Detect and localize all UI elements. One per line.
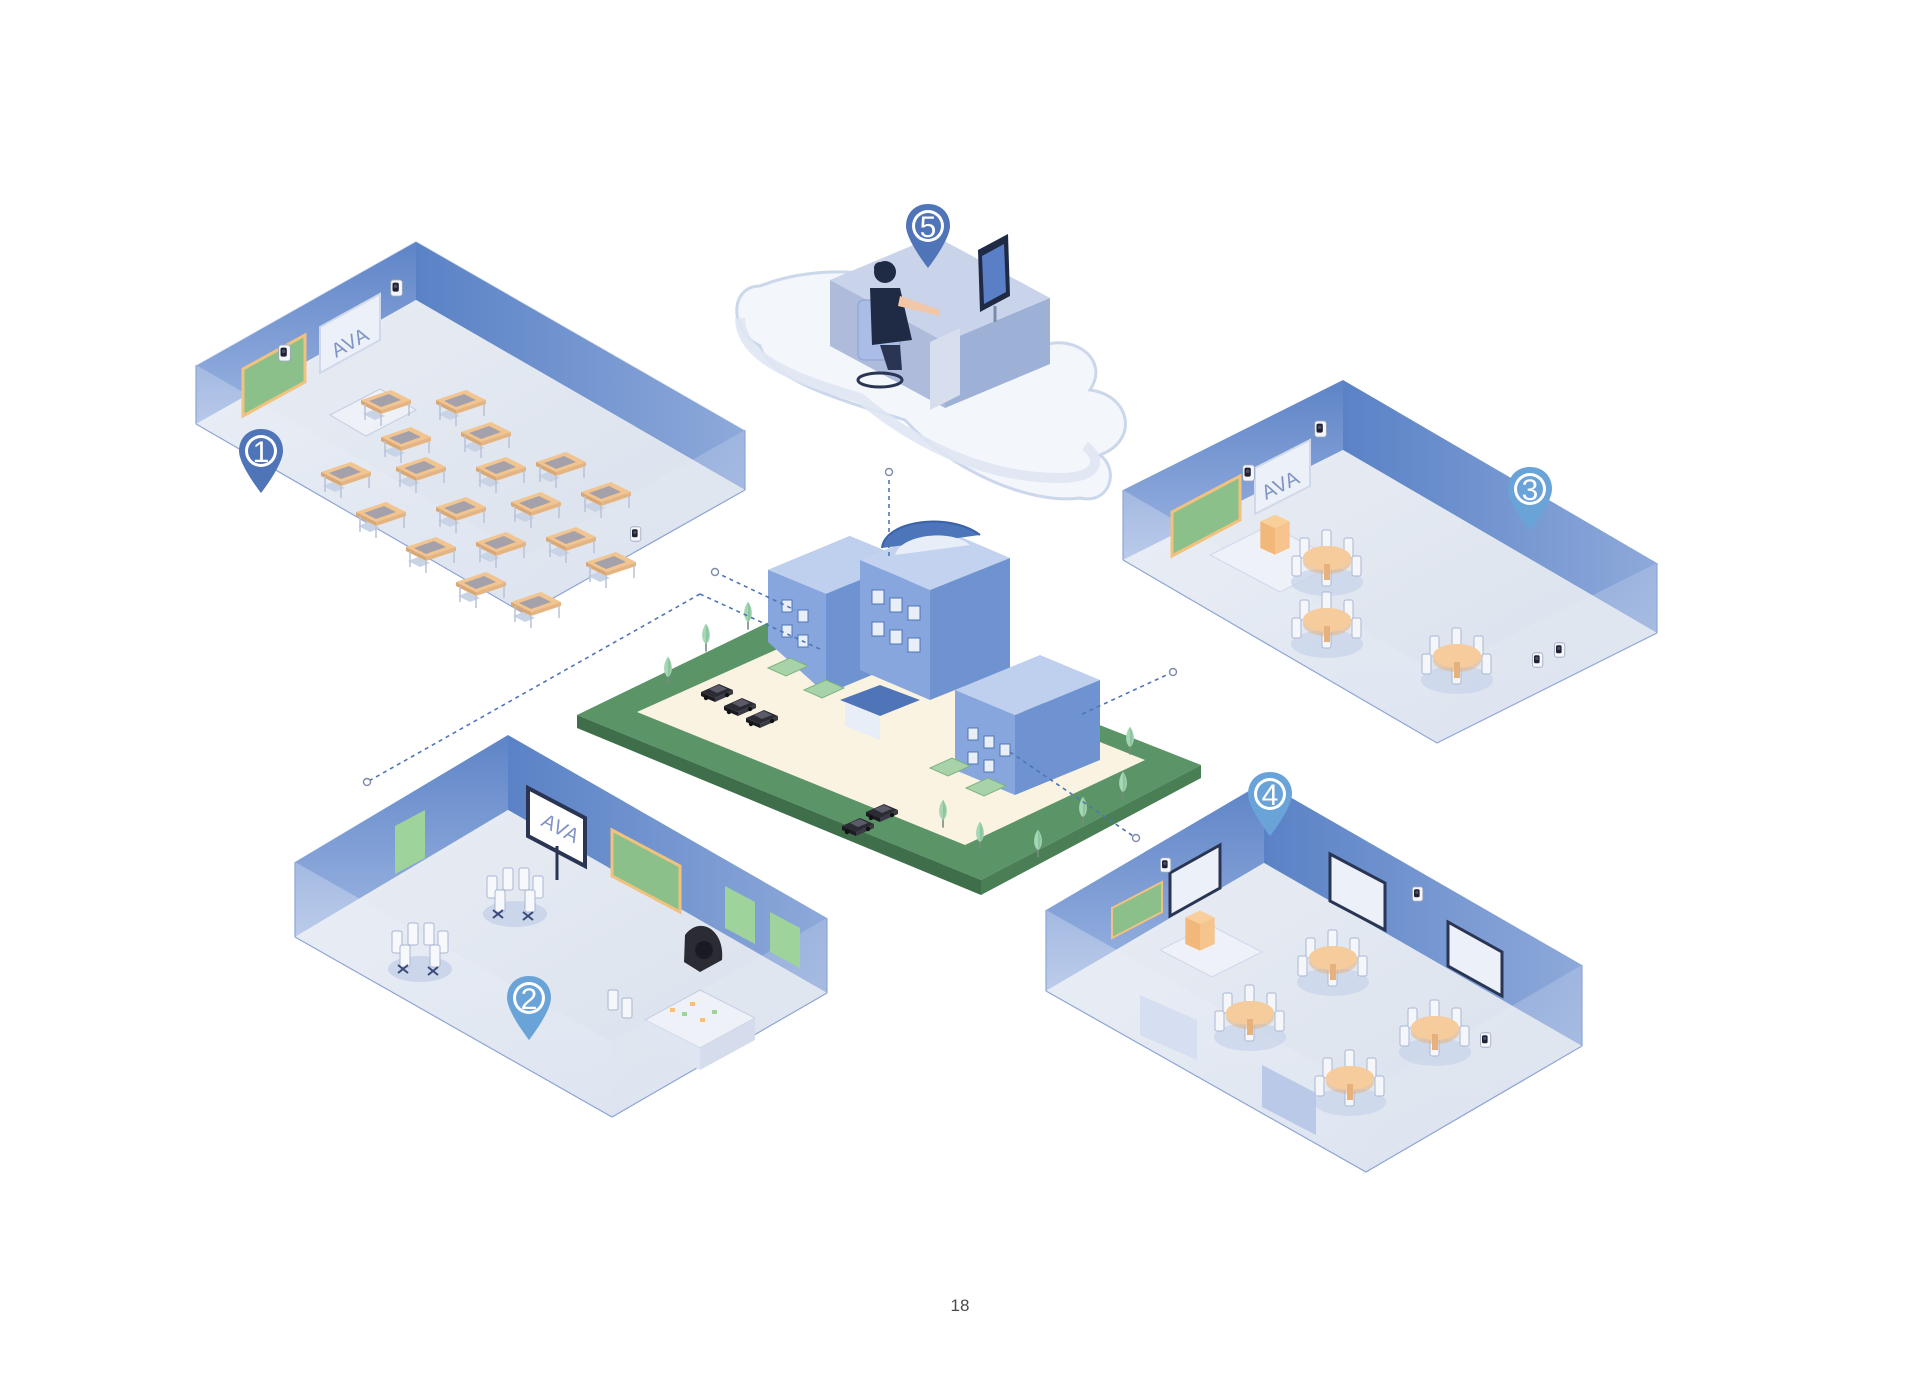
pin-5-label: 5 bbox=[920, 211, 937, 244]
camera-icon bbox=[390, 279, 403, 297]
camera-icon bbox=[1159, 857, 1172, 873]
monitor-icon bbox=[978, 234, 1010, 322]
room-1-classroom: AVA 1 bbox=[195, 240, 746, 629]
pin-3-label: 3 bbox=[1522, 474, 1539, 507]
pin-4[interactable]: 4 bbox=[1248, 772, 1292, 836]
room-2-classroom: AVA 2 bbox=[294, 735, 828, 1118]
camera-icon bbox=[1242, 464, 1255, 482]
room-4-classroom: 4 bbox=[1045, 772, 1583, 1173]
camera-icon bbox=[1411, 886, 1424, 902]
storage-cabinet bbox=[1185, 910, 1215, 951]
campus-building bbox=[577, 520, 1201, 895]
camera-icon bbox=[1553, 642, 1566, 658]
pin-4-label: 4 bbox=[1262, 779, 1279, 812]
pin-3[interactable]: 3 bbox=[1508, 467, 1552, 531]
robot-device bbox=[684, 925, 723, 972]
room-5-cloud-office: 5 bbox=[735, 204, 1127, 501]
pin-1[interactable]: 1 bbox=[239, 429, 283, 493]
connector-nodes bbox=[362, 467, 1178, 843]
pin-2[interactable]: 2 bbox=[507, 976, 551, 1040]
camera-icon bbox=[278, 344, 291, 362]
pin-1-label: 1 bbox=[253, 436, 270, 469]
ava-screen: AVA bbox=[526, 784, 587, 880]
person-icon bbox=[856, 261, 940, 389]
pin-2-label: 2 bbox=[521, 983, 538, 1016]
camera-icon bbox=[629, 526, 642, 542]
storage-cabinet bbox=[1260, 514, 1290, 555]
room-3-classroom: AVA 3 bbox=[1122, 380, 1658, 744]
camera-icon bbox=[1531, 652, 1544, 668]
network-connectors bbox=[366, 472, 1174, 839]
pin-5[interactable]: 5 bbox=[906, 204, 950, 268]
camera-icon bbox=[1314, 420, 1327, 438]
tree-icon bbox=[702, 623, 710, 652]
camera-icon bbox=[1479, 1032, 1492, 1048]
page-number: 18 bbox=[950, 1296, 970, 1315]
